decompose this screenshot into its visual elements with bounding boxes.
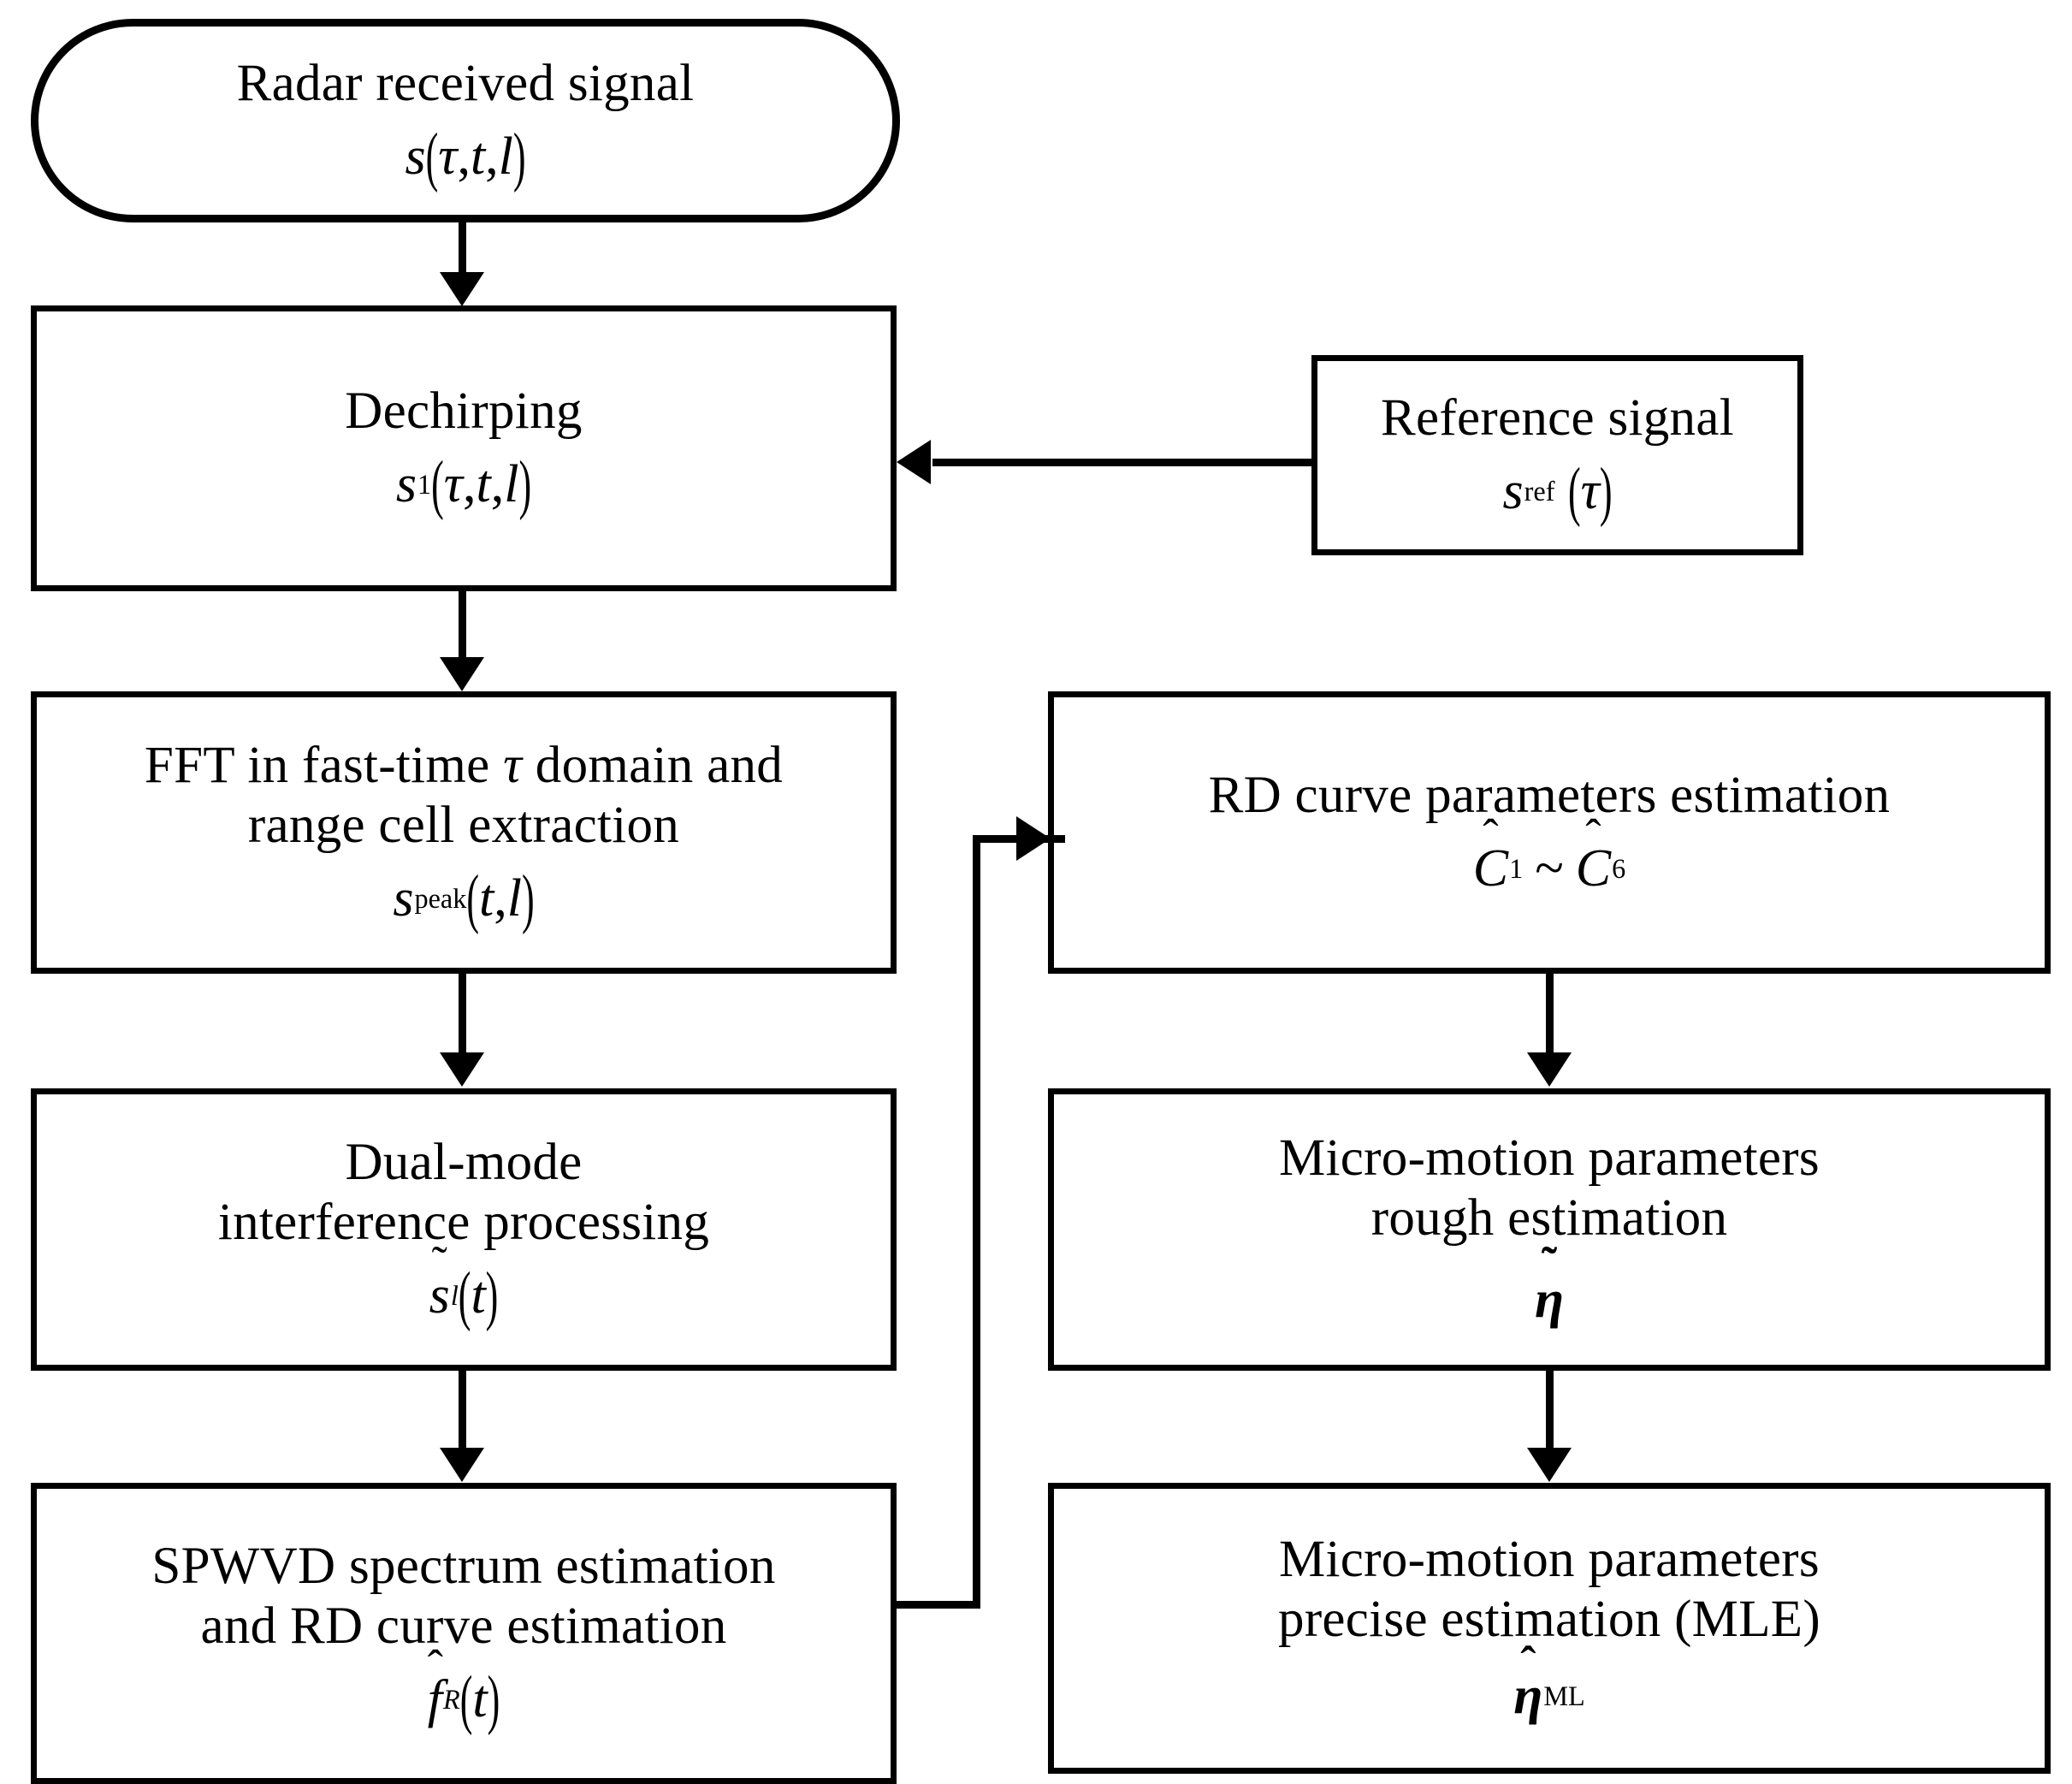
edge-rough-to-precise-arrowhead [1527,1448,1572,1482]
node-spwvd-rd-curve-estimation: SPWVD spectrum estimation and RD curve e… [31,1483,897,1784]
edge-rdparams-to-rough-arrowhead [1527,1052,1572,1087]
node-title-line1: Dual-mode [345,1134,583,1192]
node-title: Dechirping [345,382,583,440]
edge-reference-to-dechirping-line [932,459,1313,466]
node-title-line2: and RD curve estimation [200,1597,727,1655]
node-title-line2: range cell extraction [247,796,680,854]
node-radar-received-signal: Radar received signal s(τ,t,l) [31,19,900,222]
edge-spwvd-to-rdparams-arrowhead [1016,816,1051,861]
edge-spwvd-to-rdparams-segment-horizontal-lower [895,1601,980,1609]
edge-dechirping-to-fft-line [459,589,466,659]
edge-dualmode-to-spwvd-arrowhead [440,1448,484,1482]
node-micro-motion-rough-estimation: Micro-motion parameters rough estimation… [1048,1088,2051,1371]
node-title: RD curve parameters estimation [1208,766,1891,824]
node-title-line2: precise estimation (MLE) [1278,1590,1820,1648]
edge-rdparams-to-rough-line [1546,972,1554,1054]
node-title-line1: FFT in fast-time τ domain and [145,736,783,796]
edge-dualmode-to-spwvd-line [459,1369,466,1449]
node-title-line1: Micro-motion parameters [1279,1531,1820,1589]
edge-reference-to-dechirping-arrowhead [897,440,931,484]
node-title-line2: interference processing [217,1193,710,1251]
edge-fft-to-dualmode-line [459,972,466,1054]
node-title: Reference signal [1381,388,1734,447]
node-title-line1: Micro-motion parameters [1279,1129,1820,1188]
tau-symbol: τ [503,737,523,795]
fft-label-b: domain and [535,737,784,795]
node-micro-motion-precise-estimation: Micro-motion parameters precise estimati… [1048,1483,2051,1774]
node-formula: s(τ,t,l) [405,120,526,193]
node-title: Radar received signal [236,54,695,112]
fft-label-a: FFT in fast-time [144,737,490,795]
node-title-line2: rough estimation [1370,1188,1728,1247]
edge-radar-to-dechirping-line [459,221,466,274]
edge-fft-to-dualmode-arrowhead [440,1052,484,1087]
node-formula: ˜η [1534,1237,1565,1330]
edge-dechirping-to-fft-arrowhead [440,657,484,691]
edge-rough-to-precise-line [1546,1369,1554,1449]
edge-radar-to-dechirping-arrowhead [440,272,484,306]
edge-spwvd-to-rdparams-segment-vertical [973,835,980,1609]
node-fft-range-cell-extraction: FFT in fast-time τ domain and range cell… [31,691,897,974]
node-title-line1: SPWVD spectrum estimation [151,1538,776,1596]
